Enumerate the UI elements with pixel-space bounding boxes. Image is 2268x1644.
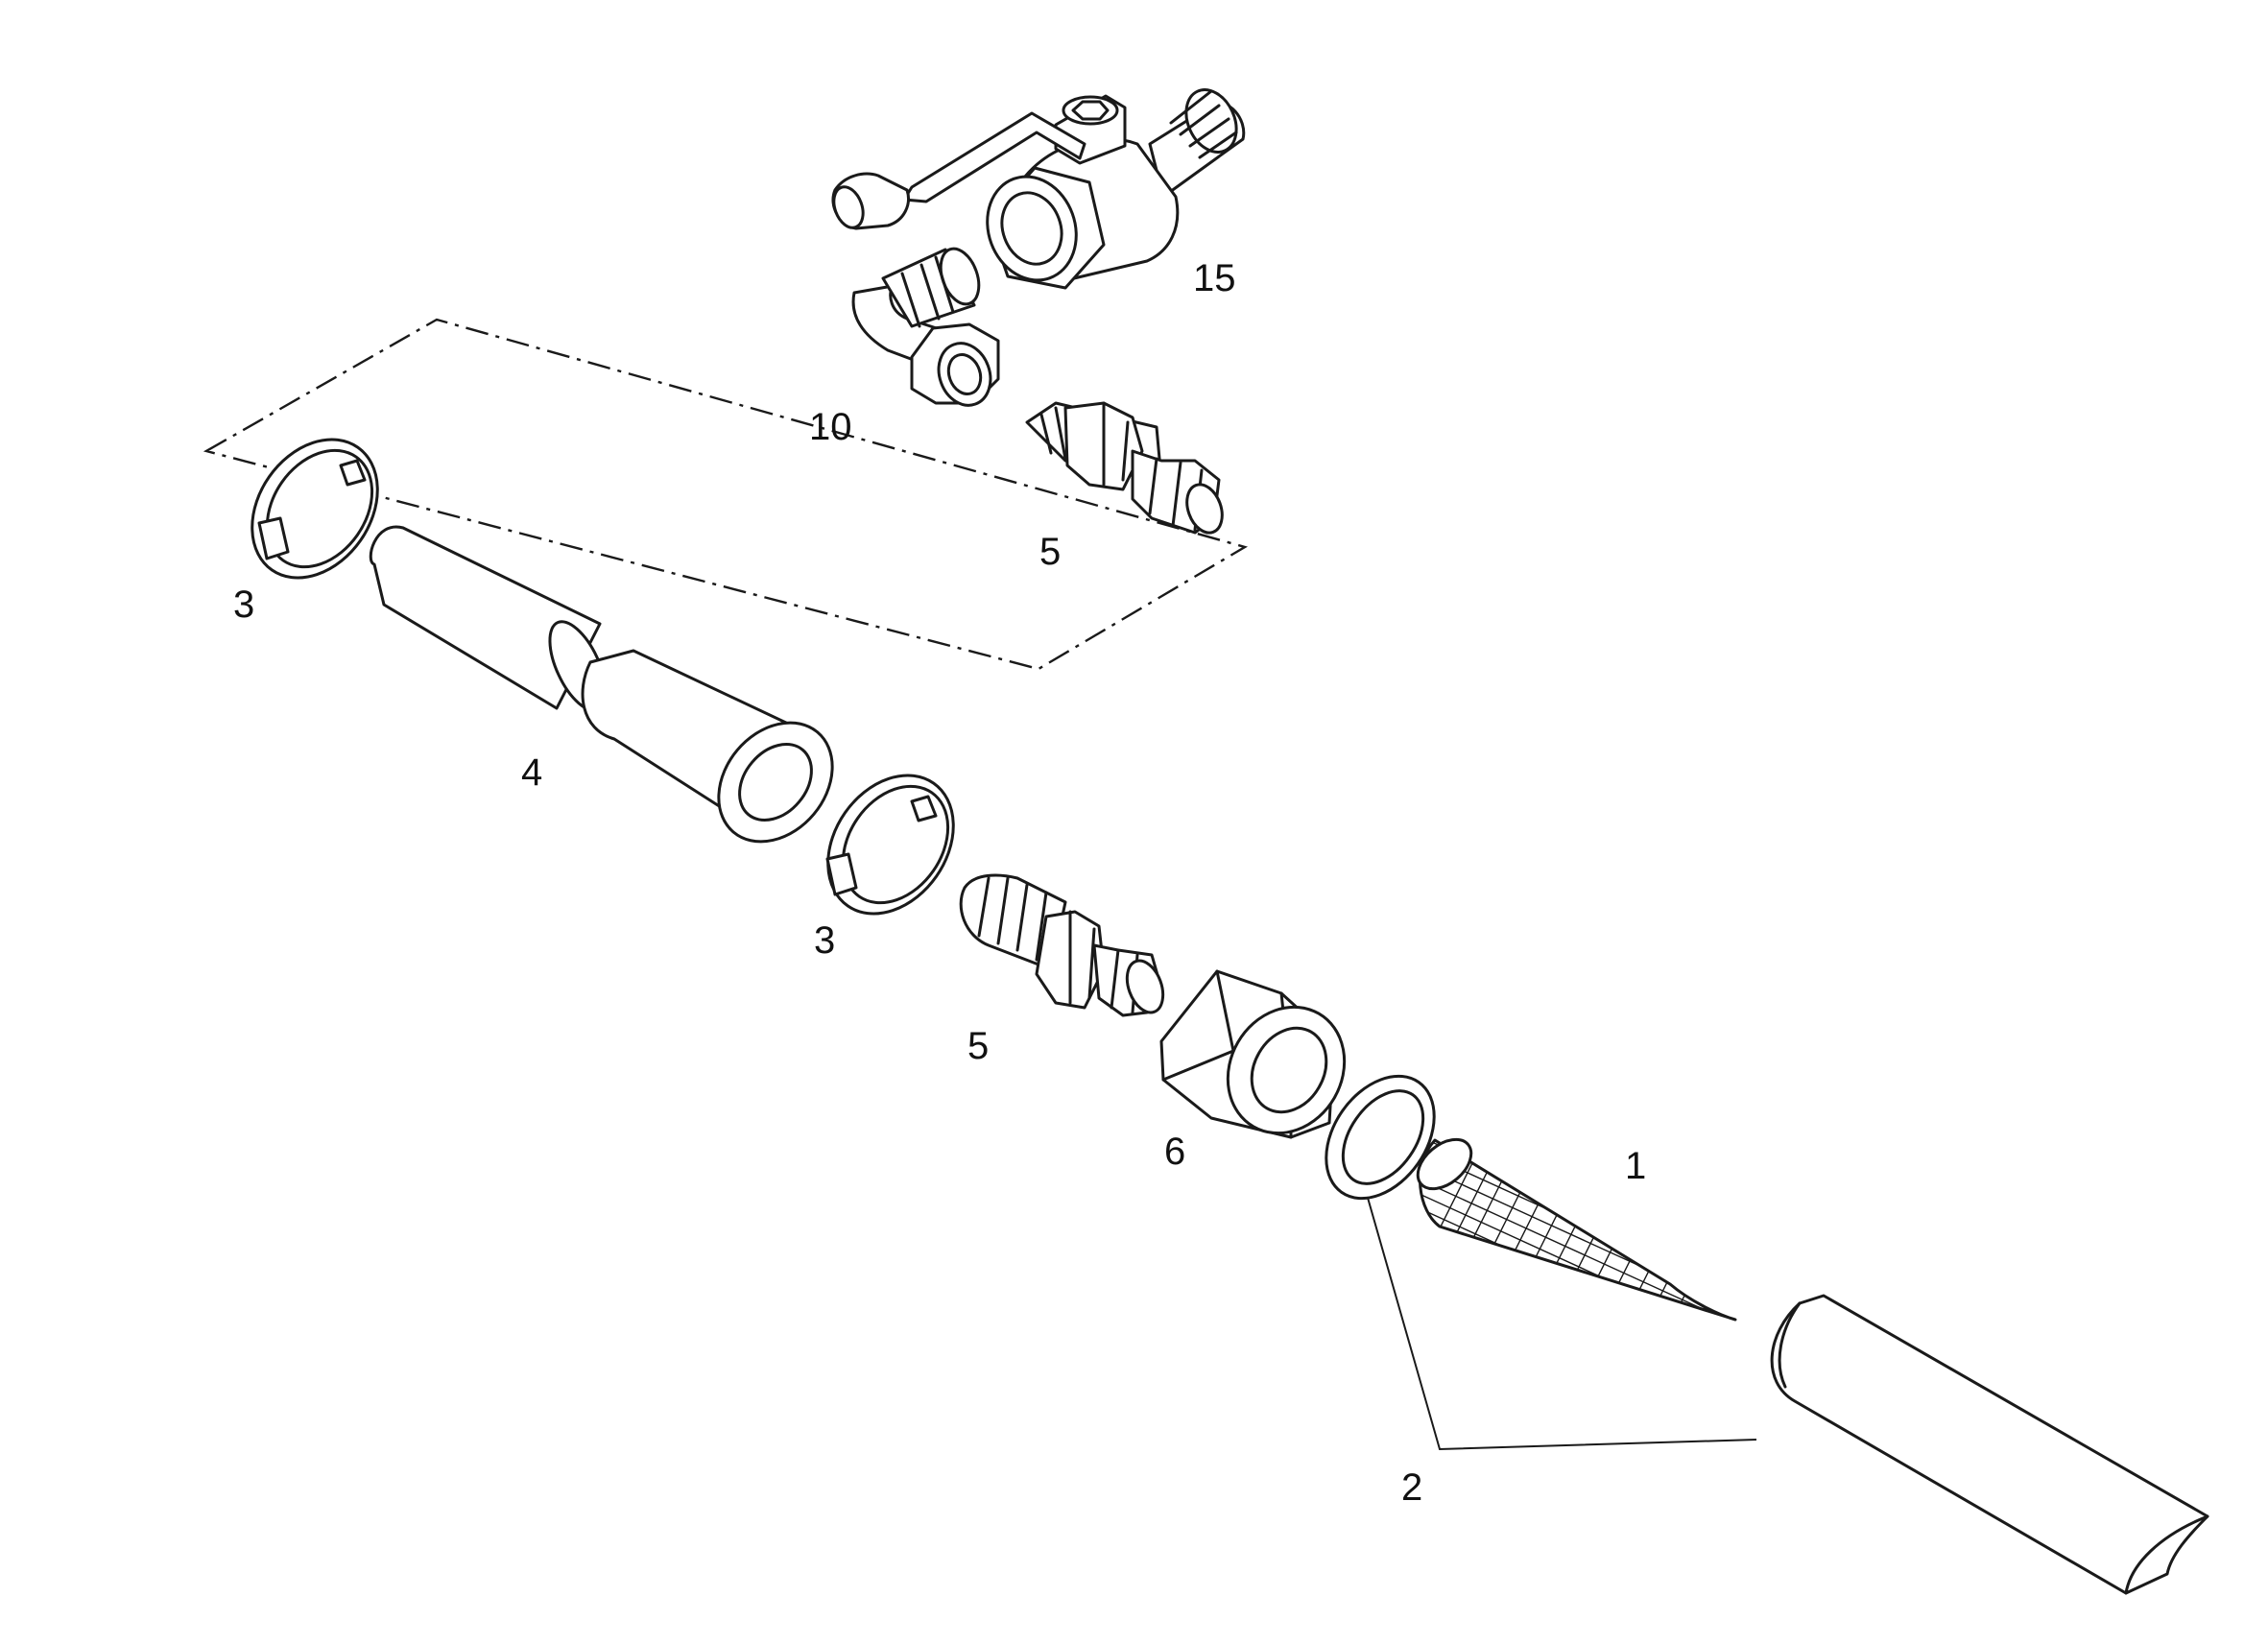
group-boundary-line bbox=[203, 318, 1249, 671]
lower-hose-nipple bbox=[959, 873, 1165, 1017]
label-upper-hose-nipple: 5 bbox=[1039, 531, 1061, 573]
sealing-washer bbox=[1325, 1074, 1436, 1201]
suction-hose bbox=[1770, 1294, 2209, 1595]
label-lower-hose-nipple: 5 bbox=[967, 1025, 989, 1067]
label-elbow-fitting: 10 bbox=[809, 406, 852, 448]
left-hose-clamp bbox=[251, 438, 379, 580]
label-left-hose-clamp: 3 bbox=[233, 584, 254, 626]
hose bbox=[369, 525, 834, 844]
label-ball-valve: 15 bbox=[1193, 257, 1236, 299]
callout-2-leader bbox=[1367, 1197, 1757, 1451]
label-right-hose-clamp: 3 bbox=[814, 919, 835, 962]
union-nut bbox=[1159, 969, 1347, 1139]
label-hose: 4 bbox=[521, 751, 542, 794]
filter-strainer bbox=[1416, 1137, 1737, 1322]
ball-valve bbox=[831, 88, 1246, 290]
label-filter-strainer: 1 bbox=[1625, 1145, 1646, 1187]
right-hose-clamp bbox=[825, 774, 955, 916]
upper-hose-nipple bbox=[1025, 401, 1224, 535]
label-union-nut: 6 bbox=[1164, 1131, 1185, 1173]
label-suction-assembly: 2 bbox=[1401, 1466, 1422, 1509]
elbow-fitting bbox=[851, 247, 1000, 407]
